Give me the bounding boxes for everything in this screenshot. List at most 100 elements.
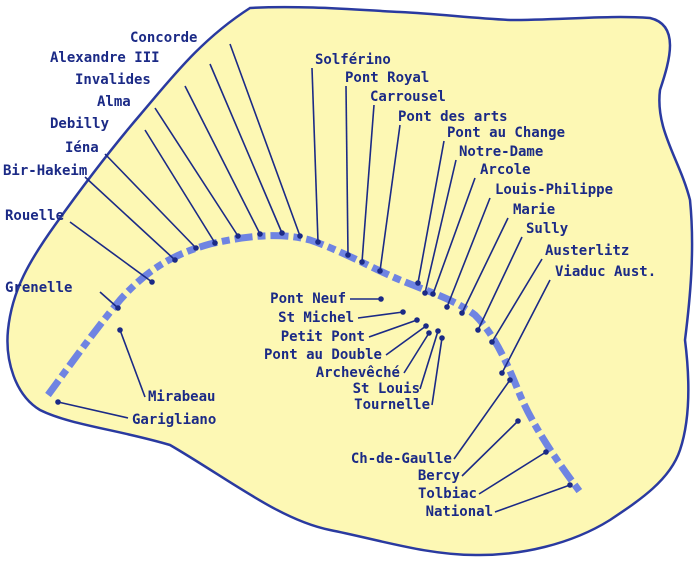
leader-line — [57, 401, 129, 419]
bridge-dot — [297, 233, 303, 239]
leader-line — [368, 319, 418, 338]
bridge-label: Ch-de-Gaulle — [351, 451, 452, 467]
bridge-13: Carrousel — [359, 89, 446, 265]
leader-line — [385, 325, 427, 356]
bridge-23: Pont Neuf — [270, 291, 384, 307]
bridge-label: Viaduc Aust. — [555, 264, 656, 280]
bridge-17: Arcole — [430, 162, 531, 297]
bridge-dot — [345, 252, 351, 258]
bridge-dot — [489, 339, 495, 345]
bridge-28: St Louis — [353, 328, 441, 397]
bridge-label: Notre-Dame — [459, 144, 543, 160]
bridge-15: Pont au Change — [415, 125, 565, 286]
bridge-dot — [515, 418, 521, 424]
leader-line — [119, 329, 146, 398]
bridge-label: Arcole — [480, 162, 531, 178]
bridge-dot — [378, 296, 384, 302]
bridge-label: Carrousel — [370, 89, 446, 105]
bridge-8: Grenelle — [5, 280, 121, 311]
leader-line — [501, 279, 551, 374]
bridge-25: Petit Pont — [281, 317, 420, 345]
bridge-9: Mirabeau — [117, 327, 215, 405]
bridge-dot — [117, 327, 123, 333]
leader-line — [417, 140, 445, 284]
bridge-dot — [279, 230, 285, 236]
leader-line — [419, 330, 439, 390]
leader-line — [345, 85, 349, 256]
bridge-0: Concorde — [130, 30, 303, 239]
bridge-dot — [315, 239, 321, 245]
bridge-dot — [435, 328, 441, 334]
bridge-29: Tournelle — [354, 335, 445, 413]
bridge-4: Debilly — [50, 116, 218, 246]
bridge-dot — [439, 335, 445, 341]
bridge-dot — [400, 309, 406, 315]
bridge-label: Concorde — [130, 30, 197, 46]
bridge-32: Tolbiac — [418, 449, 549, 502]
bridge-dot — [444, 304, 450, 310]
bridge-27: Archevêché — [316, 330, 432, 381]
bridge-label: Archevêché — [316, 365, 400, 381]
leader-line — [477, 236, 523, 331]
bridge-dot — [430, 291, 436, 297]
leader-line — [154, 107, 239, 237]
bridge-label: Austerlitz — [545, 243, 629, 259]
bridge-label: Marie — [513, 202, 555, 218]
bridge-dot — [235, 233, 241, 239]
bridge-label: Bercy — [418, 468, 461, 484]
leader-line — [461, 420, 519, 477]
leader-line — [357, 311, 404, 319]
bridge-16: Notre-Dame — [422, 144, 543, 296]
bridge-6: Bir-Hakeim — [3, 163, 178, 263]
leader-line — [453, 379, 511, 460]
bridge-dot — [422, 290, 428, 296]
bridge-label: Rouelle — [5, 208, 64, 224]
bridge-label: Grenelle — [5, 280, 72, 296]
bridge-label: Mirabeau — [148, 389, 215, 405]
bridge-dot — [423, 323, 429, 329]
leader-line — [446, 197, 491, 308]
bridge-label: Tournelle — [354, 397, 430, 413]
bridge-label: Solférino — [315, 52, 391, 68]
bridge-5: Iéna — [65, 140, 199, 251]
bridge-14: Pont des arts — [377, 109, 508, 274]
bridge-2: Invalides — [75, 72, 263, 237]
leader-line — [69, 221, 153, 283]
leader-line — [379, 124, 401, 272]
bridge-dot — [414, 317, 420, 323]
leader-line — [361, 104, 375, 263]
leader-line — [461, 217, 509, 314]
bridge-label: St Louis — [353, 381, 420, 397]
leader-line — [184, 85, 261, 235]
bridge-label: National — [426, 504, 493, 520]
bridge-label: Garigliano — [132, 412, 216, 428]
bridge-dot — [459, 310, 465, 316]
bridge-dot — [115, 305, 121, 311]
bridge-label: Petit Pont — [281, 329, 365, 345]
bridge-label: Pont Royal — [345, 70, 429, 86]
bridge-dot — [257, 231, 263, 237]
bridge-12: Pont Royal — [345, 70, 429, 258]
bridge-label: Louis-Philippe — [495, 182, 613, 198]
bridge-dot — [377, 268, 383, 274]
bridge-label: Pont au Double — [264, 347, 382, 363]
bridge-31: Bercy — [418, 418, 521, 484]
paris-outline — [6, 5, 694, 557]
bridge-18: Louis-Philippe — [444, 182, 613, 310]
bridge-dot — [55, 399, 61, 405]
bridge-label: Pont au Change — [447, 125, 565, 141]
bridge-dot — [543, 449, 549, 455]
bridge-7: Rouelle — [5, 208, 155, 285]
leader-line — [144, 129, 216, 244]
bridge-label: Bir-Hakeim — [3, 163, 87, 179]
bridge-dot — [359, 259, 365, 265]
bridge-label: St Michel — [278, 310, 354, 326]
leader-line — [311, 67, 319, 243]
bridge-20: Sully — [475, 221, 569, 333]
bridge-label: Pont des arts — [398, 109, 508, 125]
bridge-label: Debilly — [50, 116, 110, 132]
bridge-dot — [567, 482, 573, 488]
leader-line — [209, 63, 283, 234]
